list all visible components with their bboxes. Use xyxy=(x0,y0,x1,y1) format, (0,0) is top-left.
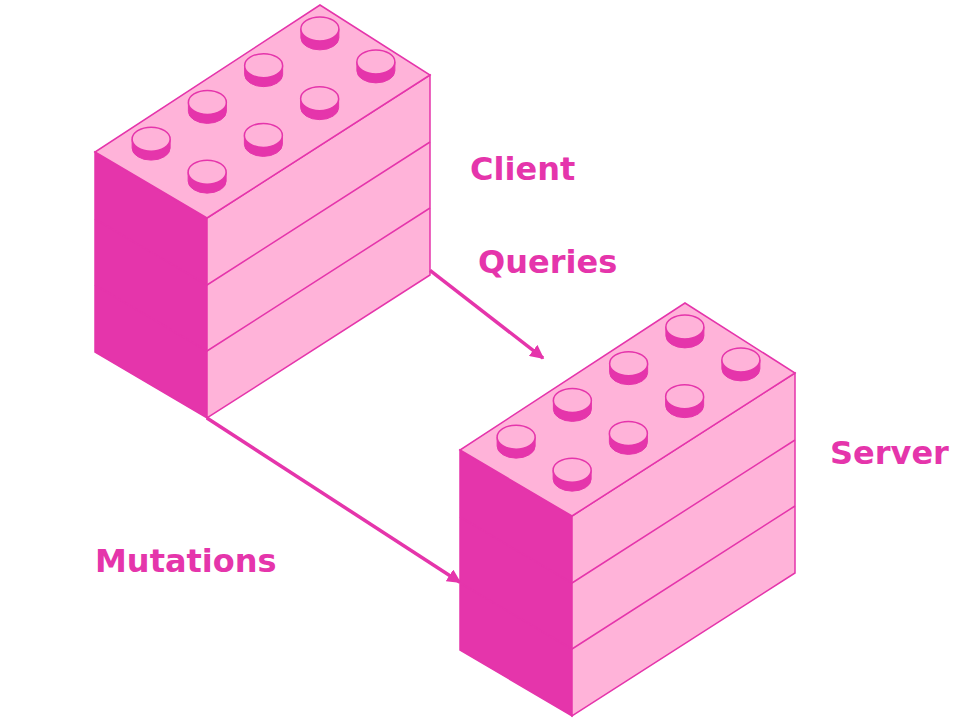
stud-top xyxy=(245,54,283,78)
stud-top xyxy=(553,388,591,412)
edge-label: Mutations xyxy=(95,542,277,580)
brick-layer-line xyxy=(95,208,430,351)
brick-top xyxy=(95,5,430,218)
brick-label: Client xyxy=(470,150,575,188)
stud-top xyxy=(666,385,704,409)
brick xyxy=(95,5,430,418)
brick xyxy=(460,303,795,716)
stud-top xyxy=(497,425,535,449)
stud-top xyxy=(610,352,648,376)
stud-top xyxy=(609,421,647,445)
brick-layer-line xyxy=(95,142,430,285)
brick-layer-line xyxy=(460,440,795,583)
stud-top xyxy=(188,90,226,114)
stud-top xyxy=(188,160,226,184)
stud-top xyxy=(301,87,339,111)
stud-top xyxy=(301,17,339,41)
stud-top xyxy=(132,127,170,151)
server-brick: Server xyxy=(460,300,795,715)
brick-layer-line xyxy=(460,506,795,649)
stud-top xyxy=(357,50,395,74)
client-brick: Client xyxy=(95,2,430,418)
stud-top xyxy=(722,348,760,372)
brick-label: Server xyxy=(830,434,949,472)
edge-label: Queries xyxy=(478,243,617,281)
arrow-connector xyxy=(430,270,543,358)
stud-top xyxy=(553,458,591,482)
brick-top xyxy=(460,303,795,516)
stud-top xyxy=(244,123,282,147)
stud-top xyxy=(666,315,704,339)
